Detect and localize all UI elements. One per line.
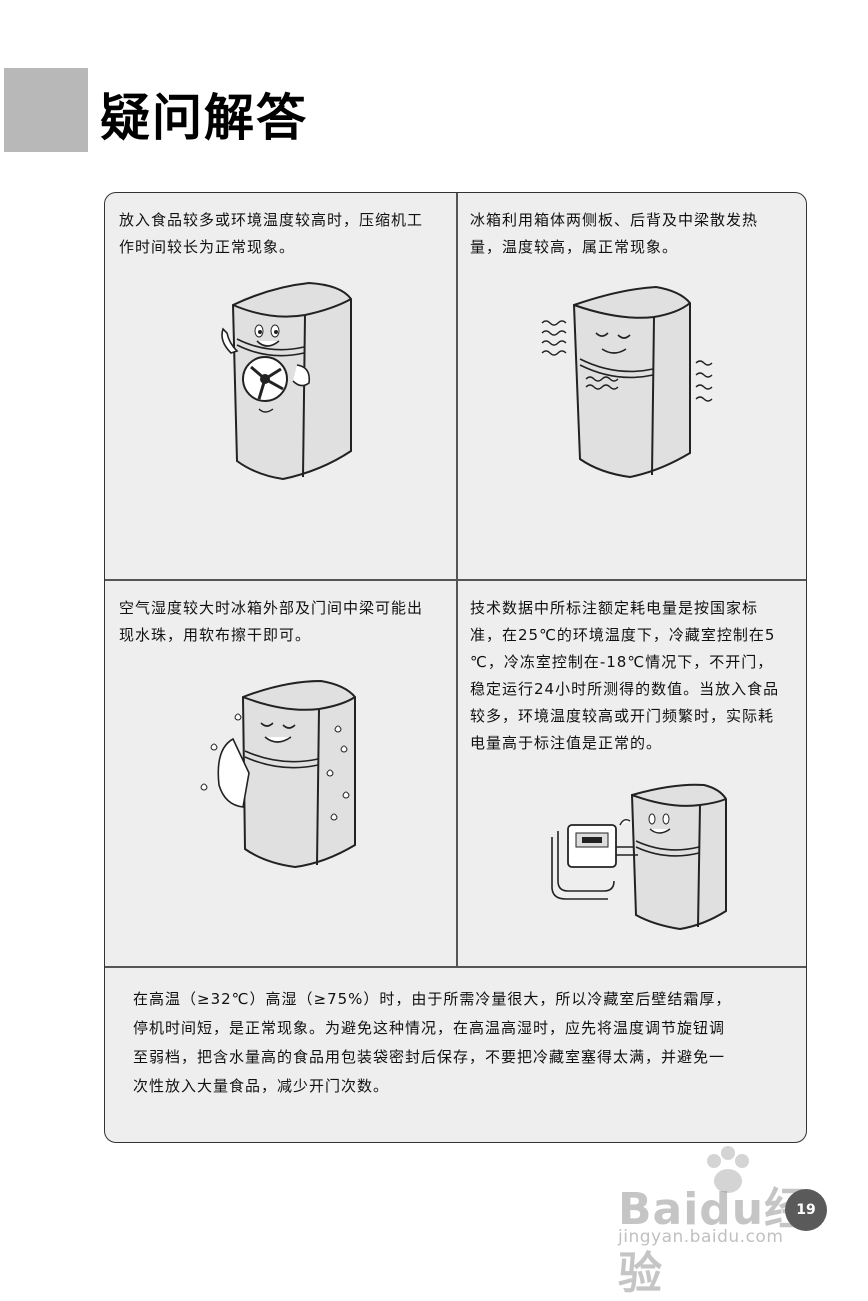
text-line: 空气湿度较大时冰箱外部及门间中梁可能出 bbox=[119, 599, 424, 617]
header-gray-block bbox=[4, 68, 88, 152]
watermark-url: jingyan.baidu.com bbox=[618, 1227, 784, 1247]
text-line: 停机时间短，是正常现象。为避免这种情况，在高温高湿时，应先将温度调节旋钮调 bbox=[133, 1019, 726, 1037]
fridge-heat-waves-illustration bbox=[541, 285, 713, 479]
paw-icon bbox=[707, 1146, 749, 1193]
qa-cell-power: 技术数据中所标注额定耗电量是按国家标 准，在25℃的环境温度下，冷藏室控制在5 … bbox=[458, 581, 806, 967]
divider-horizontal-1 bbox=[105, 579, 806, 581]
qa-text-high-temp-humidity: 在高温（≥32℃）高湿（≥75%）时，由于所需冷量很大，所以冷藏室后壁结霜厚， … bbox=[133, 985, 793, 1101]
qa-text-humidity: 空气湿度较大时冰箱外部及门间中梁可能出 现水珠，用软布擦干即可。 bbox=[119, 595, 449, 649]
text-line: 技术数据中所标注额定耗电量是按国家标 bbox=[470, 599, 759, 617]
text-line: 冰箱利用箱体两侧板、后背及中梁散发热 bbox=[470, 211, 759, 229]
text-line: 作时间较长为正常现象。 bbox=[119, 238, 296, 256]
text-line: ℃，冷冻室控制在-18℃情况下，不开门， bbox=[470, 653, 774, 671]
fridge-with-fan-illustration bbox=[221, 281, 352, 481]
text-line: 次性放入大量食品，减少开门次数。 bbox=[133, 1077, 390, 1095]
text-line: 量，温度较高，属正常现象。 bbox=[470, 238, 679, 256]
text-line: 准，在25℃的环境温度下，冷藏室控制在5 bbox=[470, 626, 776, 644]
fridge-power-meter-illustration bbox=[551, 783, 727, 931]
text-line: 至弱档，把含水量高的食品用包装袋密封后保存，不要把冷藏室塞得太满，并避免一 bbox=[133, 1048, 726, 1066]
text-line: 在高温（≥32℃）高湿（≥75%）时，由于所需冷量很大，所以冷藏室后壁结霜厚， bbox=[133, 990, 732, 1008]
qa-text-power: 技术数据中所标注额定耗电量是按国家标 准，在25℃的环境温度下，冷藏室控制在5 … bbox=[470, 595, 802, 757]
page-title: 疑问解答 bbox=[100, 89, 308, 147]
text-line: 放入食品较多或环境温度较高时，压缩机工 bbox=[119, 211, 424, 229]
qa-text-heat: 冰箱利用箱体两侧板、后背及中梁散发热 量，温度较高，属正常现象。 bbox=[470, 207, 802, 261]
text-line: 电量高于标注值是正常的。 bbox=[470, 734, 663, 752]
text-line: 较多，环境温度较高或开门频繁时，实际耗 bbox=[470, 707, 775, 725]
text-line: 现水珠，用软布擦干即可。 bbox=[119, 626, 312, 644]
qa-panel: 放入食品较多或环境温度较高时，压缩机工 作时间较长为正常现象。 bbox=[104, 192, 807, 1143]
fridge-wiping-illustration bbox=[200, 679, 356, 869]
qa-cell-heat: 冰箱利用箱体两侧板、后背及中梁散发热 量，温度较高，属正常现象。 bbox=[458, 193, 806, 579]
qa-text-compressor: 放入食品较多或环境温度较高时，压缩机工 作时间较长为正常现象。 bbox=[119, 207, 449, 261]
text-line: 稳定运行24小时所测得的数值。当放入食品 bbox=[470, 680, 780, 698]
qa-cell-humidity: 空气湿度较大时冰箱外部及门间中梁可能出 现水珠，用软布擦干即可。 bbox=[105, 581, 456, 967]
page-number: 19 bbox=[785, 1189, 827, 1231]
qa-cell-compressor: 放入食品较多或环境温度较高时，压缩机工 作时间较长为正常现象。 bbox=[105, 193, 456, 579]
divider-horizontal-2 bbox=[105, 966, 806, 968]
